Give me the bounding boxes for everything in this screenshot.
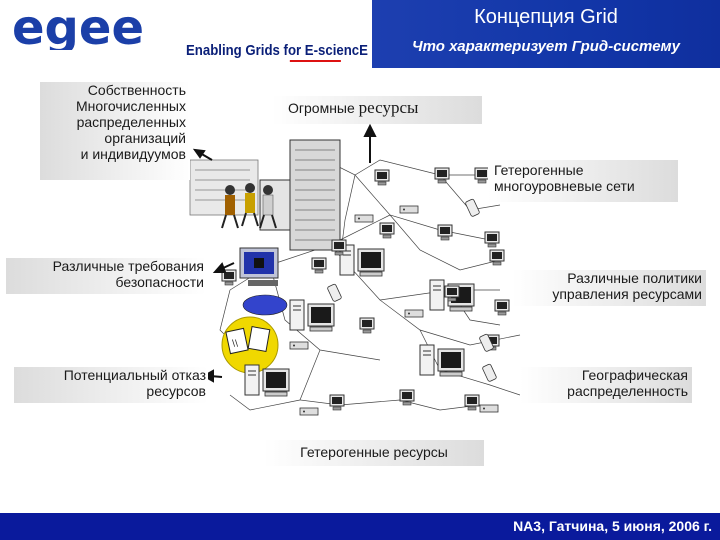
geo-line-1: Географическая [581,367,688,383]
failure-label: Потенциальный отказ ресурсов [14,367,208,403]
ownership-label: Собственность Многочисленных распределен… [40,82,190,180]
security-illustration [239,247,288,316]
huge-resources-word-2: ресурсы [358,98,419,117]
header: egee Enabling Grids for E-sciencE Концеп… [0,0,720,68]
logo-text: egee [12,4,144,50]
server-cluster [259,139,341,251]
geo-label: Географическая распределенность [520,367,692,403]
svg-text:\\: \\ [232,339,239,349]
geo-line-2: распределенность [567,383,688,399]
people-illustration [189,159,277,229]
egee-logo: egee [12,4,144,50]
hetero-networks-label: Гетерогенные многоуровневые сети [488,160,678,202]
policies-line-2: управления ресурсами [552,286,702,302]
title-bar: Концепция Grid Что характеризует Грид-си… [372,0,720,68]
security-line-2: безопасности [115,274,204,290]
logo-area: egee Enabling Grids for E-sciencE [0,0,372,68]
ownership-line-3: распределенных [76,114,186,130]
huge-resources-label: Огромные ресурсы [272,96,482,124]
ownership-line-1: Собственность [87,82,186,98]
security-label: Различные требования безопасности [6,258,206,294]
policies-line-1: Различные политики [567,270,702,286]
footer-text: NA3, Гатчина, 5 июня, 2006 г. [513,518,712,534]
arrows [192,123,377,383]
huge-resources-word-1: Огромные [288,100,355,116]
slide-subtitle: Что характеризует Грид-систему [412,38,680,55]
hetero-networks-line-2: многоуровневые сети [494,178,635,194]
ownership-line-2: Многочисленных [75,98,186,114]
tagline-underline [289,60,341,62]
policies-label: Различные политики управления ресурсами [512,270,706,306]
failure-line-1: Потенциальный отказ [63,367,206,383]
failure-line-2: ресурсов [146,383,206,399]
slide-title: Концепция Grid [474,6,618,28]
ownership-line-4: организаций [104,130,186,146]
hetero-resources-label: Гетерогенные ресурсы [264,440,484,466]
hetero-networks-line-1: Гетерогенные [494,162,584,178]
ownership-line-5: и индивидуумов [80,146,186,162]
tagline: Enabling Grids for E-sciencE [186,42,368,62]
failure-illustration: \\ [221,316,279,374]
security-line-1: Различные требования [52,258,204,274]
tagline-text: Enabling Grids for E-sciencE [186,42,368,59]
footer: NA3, Гатчина, 5 июня, 2006 г. [0,513,720,540]
